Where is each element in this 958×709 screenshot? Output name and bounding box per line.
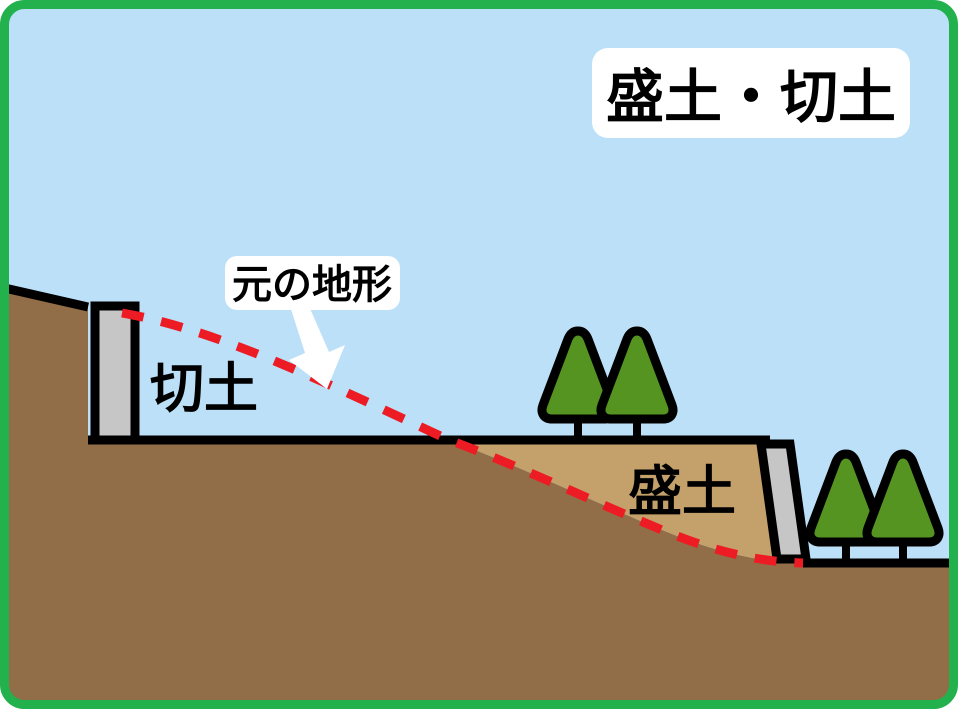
tree [596, 326, 678, 440]
title-badge: 盛土・切土 [592, 48, 910, 138]
left-retaining-wall [90, 301, 140, 445]
tree-group-terrace [537, 326, 678, 440]
tree-foliage [596, 326, 678, 424]
fill-earth-label: 盛土 [628, 460, 736, 523]
upper-ground-outline [4, 282, 89, 312]
tree-foliage [805, 449, 887, 547]
existing-soil-mass [4, 287, 954, 705]
fill-embankment-wedge [449, 440, 803, 563]
left-retaining-wall-body [90, 301, 140, 445]
callout-label: 元の地形 [232, 262, 392, 308]
tree-group-lower-ground [805, 449, 944, 563]
original-terrain-callout: 元の地形 [225, 256, 400, 310]
cut-earth-label: 切土 [150, 357, 258, 420]
right-retaining-wall-body [755, 439, 812, 564]
tree [537, 326, 619, 440]
tree [862, 449, 944, 563]
right-retaining-wall [755, 439, 812, 564]
tree [805, 449, 887, 563]
title-badge-background [592, 48, 910, 138]
callout-arrow-icon [289, 297, 345, 389]
tree-foliage [537, 326, 619, 424]
original-ground-dashed-line [121, 308, 804, 568]
tree-foliage [862, 449, 944, 547]
page-title: 盛土・切土 [606, 63, 896, 131]
callout-background [225, 256, 400, 310]
